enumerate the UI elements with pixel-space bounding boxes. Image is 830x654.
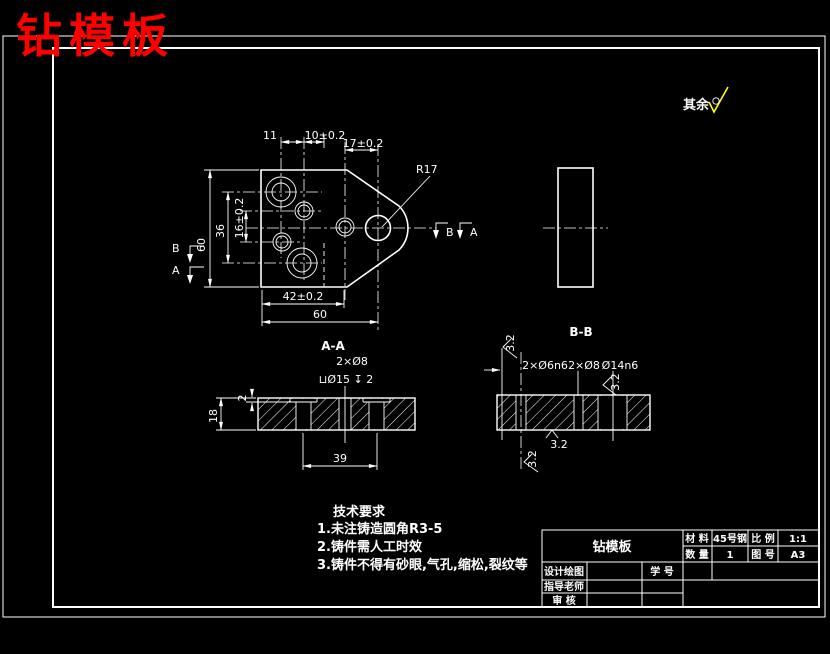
tech-req-item: 2.铸件需人工时效 <box>317 539 423 555</box>
dim-2: 2 <box>236 395 249 402</box>
dim-60-h: 60 <box>313 308 327 321</box>
bb-hole-voids <box>515 395 628 430</box>
centerlines <box>222 137 436 330</box>
left-dimensions: 60 36 16±0.2 <box>195 169 259 288</box>
part-name: 钻模板 <box>592 539 632 555</box>
dim-10: 10±0.2 <box>305 129 346 142</box>
mark-a-label: A <box>172 264 180 277</box>
section-aa-label: A-A <box>321 339 345 353</box>
roughness-value: 3.2 <box>526 450 539 468</box>
roughness-value: 3.2 <box>609 373 622 391</box>
radius-note: R17 <box>416 163 438 176</box>
dim-16: 16±0.2 <box>233 198 246 239</box>
sheet-border <box>2 35 826 618</box>
designer-label: 设计绘图 <box>544 565 584 578</box>
bottom-dimensions: 42±0.2 60 <box>261 290 379 326</box>
aa-hole-voids <box>289 398 391 430</box>
dim-36: 36 <box>214 224 227 238</box>
mark-b-label: B <box>172 242 180 255</box>
main-view: 11 10±0.2 17±0.2 R17 60 36 16±0.2 42±0.2… <box>172 129 478 330</box>
overlay-title: 钻模板 <box>16 9 175 63</box>
dim-11: 11 <box>263 129 277 142</box>
roughness-circle-icon <box>712 97 720 105</box>
section-bb-label: B-B <box>569 325 592 339</box>
section-marks-right: B A <box>433 222 478 239</box>
scale-value: 1:1 <box>789 534 807 545</box>
scale-label: 比 例 <box>751 532 774 545</box>
dim-42: 42±0.2 <box>283 290 324 303</box>
roughness-icon <box>523 453 539 473</box>
roughness-icon <box>545 429 559 439</box>
mark-a-right-label: A <box>470 226 478 239</box>
aa-holes-note: 2×Ø8 <box>336 355 368 368</box>
dim-39: 39 <box>333 452 347 465</box>
surface-finish-note: 其余 <box>683 86 729 114</box>
aa-body <box>257 397 416 431</box>
checker-label: 审 核 <box>552 594 575 607</box>
drawing-no-label: 图 号 <box>751 549 774 561</box>
top-dimensions: 11 10±0.2 17±0.2 R17 <box>263 129 438 228</box>
qty-value: 1 <box>727 550 734 561</box>
title-block: 钻模板 材 料 45号钢 比 例 1:1 数 量 1 图 号 A3 设计绘图 学… <box>541 529 820 608</box>
dim-18: 18 <box>207 409 220 423</box>
bb-leaders <box>484 348 614 472</box>
material-value: 45号钢 <box>713 532 747 545</box>
tech-req-item: 3.铸件不得有砂眼,气孔,缩松,裂纹等 <box>317 557 528 573</box>
mark-b-right-label: B <box>446 226 454 239</box>
bb-note-right: Ø14n6 <box>602 359 639 372</box>
roughness-icon <box>708 86 729 114</box>
material-label: 材 料 <box>685 532 708 545</box>
student-id-label: 学 号 <box>650 565 673 578</box>
holes <box>265 176 392 279</box>
bb-roughness-symbols: 3.2 3.2 3.2 3.2 <box>502 334 622 473</box>
tech-req-item: 1.未注铸造圆角R3-5 <box>317 521 442 537</box>
part-outline <box>260 169 409 288</box>
dim-60-v: 60 <box>195 238 208 252</box>
side-view <box>543 167 608 288</box>
surface-note-label: 其余 <box>683 97 710 113</box>
aa-counterbore-note: ⊔Ø15 ↧ 2 <box>319 373 373 386</box>
roughness-value: 3.2 <box>550 438 568 451</box>
roughness-icon <box>502 338 518 359</box>
advisor-label: 指导老师 <box>544 580 584 593</box>
bb-note-mid: 2×Ø8 <box>568 359 600 372</box>
dim-17: 17±0.2 <box>343 137 384 150</box>
tech-req-title: 技术要求 <box>333 504 386 520</box>
aa-dimensions: 39 18 2 <box>207 388 378 470</box>
section-bb: B-B 2×Ø6n6 2×Ø8 Ø14n6 3.2 3.2 3.2 <box>484 325 651 473</box>
roughness-value: 3.2 <box>504 334 517 352</box>
technical-requirements: 技术要求 1.未注铸造圆角R3-5 2.铸件需人工时效 3.铸件不得有砂眼,气孔… <box>317 504 528 573</box>
drawing-no-value: A3 <box>791 550 806 561</box>
bb-note-left: 2×Ø6n6 <box>522 359 568 372</box>
section-aa: A-A 2×Ø8 ⊔Ø15 ↧ 2 39 <box>207 339 416 470</box>
qty-label: 数 量 <box>685 548 708 561</box>
roughness-icon <box>602 376 617 396</box>
section-marks-left: B A <box>172 242 204 284</box>
